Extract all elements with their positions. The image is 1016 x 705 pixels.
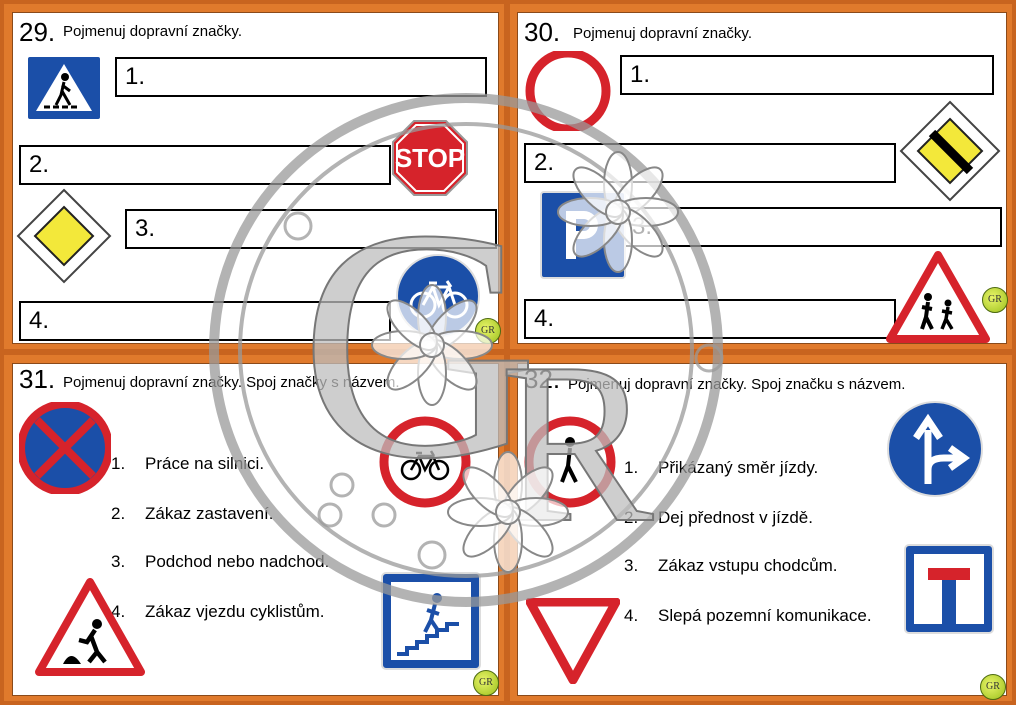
no-bicycles-sign <box>379 416 471 508</box>
dead-end-sign <box>904 544 994 634</box>
field-label: 3. <box>632 213 653 240</box>
pedestrian-crossing-sign <box>26 55 102 121</box>
field-label: 2. <box>534 149 555 176</box>
no-vehicles-sign <box>525 51 611 131</box>
answer-field-3[interactable]: 3. <box>125 209 497 249</box>
item-text: Slepá pozemní komunikace. <box>658 606 872 625</box>
children-warning-sign <box>886 251 990 343</box>
item-number: 1. <box>111 454 126 473</box>
author-logo-icon: GR <box>980 674 1006 700</box>
no-pedestrians-sign <box>524 416 616 508</box>
stop-sign-text: STOP <box>395 143 465 173</box>
item-text: Zákaz zastavení. <box>145 504 274 523</box>
field-label: 1. <box>125 63 146 90</box>
item-number: 3. <box>111 552 126 571</box>
item-number: 2. <box>111 504 126 523</box>
item-number: 3. <box>624 556 639 575</box>
answer-field-2[interactable]: 2. <box>19 145 391 185</box>
field-label: 2. <box>29 151 50 178</box>
field-label: 4. <box>534 305 555 332</box>
card-q31: 31. Pojmenuj dopravní značky. Spoj značk… <box>12 363 499 696</box>
answer-field-1[interactable]: 1. <box>620 55 994 95</box>
main-road-sign <box>16 188 112 284</box>
item-number: 4. <box>624 606 639 625</box>
underpass-sign <box>381 572 481 670</box>
list-item: 1. Přikázaný směr jízdy. <box>624 458 818 478</box>
author-logo-icon: GR <box>475 318 501 344</box>
answer-field-3[interactable]: 3. <box>622 207 1002 247</box>
card-q32: 32. Pojmenuj dopravní značky. Spoj značk… <box>517 363 1007 700</box>
parking-p-sign <box>540 191 626 279</box>
card-q30: 30. Pojmenuj dopravní značky. 1. 2. 3. 4… <box>517 12 1008 344</box>
question-title: Pojmenuj dopravní značky. Spoj značku s … <box>568 376 906 393</box>
list-item: 3. Podchod nebo nadchod. <box>111 552 329 572</box>
end-of-main-road-sign <box>899 100 1001 202</box>
stop-sign: STOP <box>392 120 468 196</box>
item-text: Podchod nebo nadchod. <box>145 552 330 571</box>
question-title: Pojmenuj dopravní značky. <box>63 23 242 40</box>
field-label: 3. <box>135 215 156 242</box>
item-number: 2. <box>624 508 639 527</box>
author-logo-icon: GR <box>982 287 1008 313</box>
item-number: 1. <box>624 458 639 477</box>
question-title: Pojmenuj dopravní značky. Spoj značky s … <box>63 374 400 391</box>
question-title: Pojmenuj dopravní značky. <box>573 25 752 42</box>
list-item: 2. Dej přednost v jízdě. <box>624 508 813 528</box>
field-label: 4. <box>29 307 50 334</box>
give-way-sign <box>526 598 620 684</box>
item-text: Zákaz vjezdu cyklistům. <box>145 602 325 621</box>
answer-field-1[interactable]: 1. <box>115 57 487 97</box>
question-number: 31. <box>19 364 56 394</box>
author-logo-icon: GR <box>473 670 499 696</box>
answer-field-4[interactable]: 4. <box>524 299 896 339</box>
answer-field-4[interactable]: 4. <box>19 301 391 341</box>
item-text: Přikázaný směr jízdy. <box>658 458 819 477</box>
list-item: 3. Zákaz vstupu chodcům. <box>624 556 838 576</box>
question-number: 32. <box>524 364 561 394</box>
question-number: 30. <box>524 17 561 47</box>
field-label: 1. <box>630 61 651 88</box>
mandatory-direction-sign <box>887 401 983 497</box>
list-item: 1. Práce na silnici. <box>111 454 264 474</box>
item-text: Práce na silnici. <box>145 454 265 473</box>
bicycle-path-sign <box>396 254 480 338</box>
answer-field-2[interactable]: 2. <box>524 143 896 183</box>
roadworks-sign <box>35 578 145 676</box>
list-item: 2. Zákaz zastavení. <box>111 504 274 524</box>
question-number: 29. <box>19 17 56 47</box>
item-text: Zákaz vstupu chodcům. <box>658 556 838 575</box>
list-item: 4. Slepá pozemní komunikace. <box>624 606 872 626</box>
item-text: Dej přednost v jízdě. <box>658 508 813 527</box>
card-q29: 29. Pojmenuj dopravní značky. 1. 2. 3. 4… <box>12 12 501 344</box>
no-stopping-sign <box>19 402 111 494</box>
item-number: 4. <box>111 602 126 621</box>
